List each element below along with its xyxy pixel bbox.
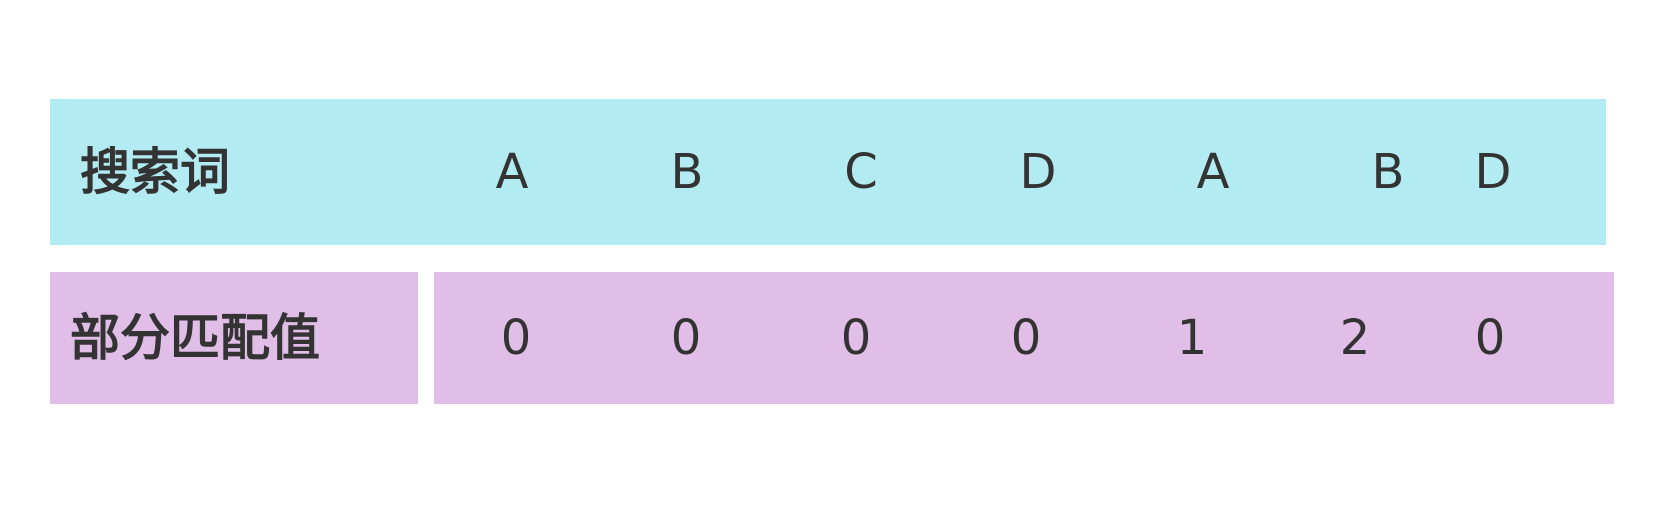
search-word-char: D [1019, 144, 1057, 200]
partial-match-value: 1 [1176, 310, 1208, 366]
search-word-char: A [495, 144, 529, 200]
partial-match-label-band [50, 272, 418, 404]
partial-match-value: 2 [1339, 310, 1371, 366]
search-word-label: 搜索词 [80, 143, 230, 201]
partial-match-label: 部分匹配值 [70, 309, 320, 367]
partial-match-values-band [434, 272, 1614, 404]
partial-match-value: 0 [840, 310, 872, 366]
partial-match-value: 0 [670, 310, 702, 366]
search-word-char: B [1371, 144, 1405, 200]
search-word-band [50, 99, 1606, 245]
partial-match-value: 0 [1474, 310, 1506, 366]
search-word-char: B [670, 144, 704, 200]
search-word-char: C [844, 144, 878, 200]
partial-match-value: 0 [1010, 310, 1042, 366]
search-word-char: D [1474, 144, 1512, 200]
search-word-char: A [1196, 144, 1230, 200]
partial-match-value: 0 [500, 310, 532, 366]
